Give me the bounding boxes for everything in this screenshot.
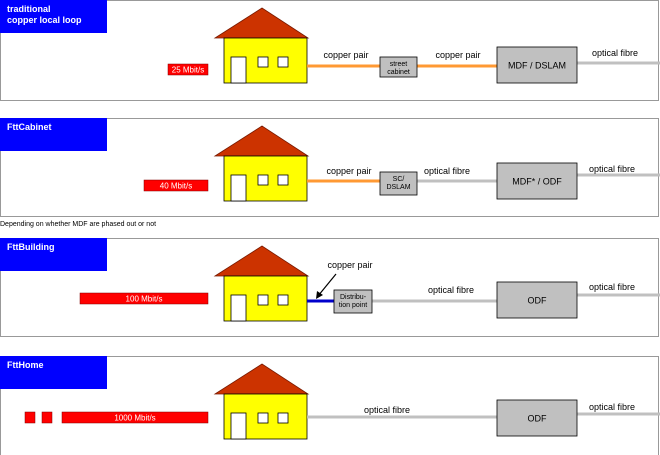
arrow-line bbox=[317, 273, 337, 297]
house-door bbox=[230, 412, 247, 440]
node-big-box bbox=[496, 162, 578, 200]
speed-block bbox=[41, 411, 53, 424]
panel-title: traditional bbox=[7, 4, 51, 14]
link-label: optical fibre bbox=[364, 405, 410, 415]
link-label: copper pair bbox=[327, 260, 372, 270]
node-small-box bbox=[379, 171, 418, 196]
link-label: optical fibre bbox=[428, 285, 474, 295]
house-window bbox=[277, 56, 289, 68]
house-window bbox=[277, 412, 289, 424]
link-label: copper pair bbox=[326, 166, 371, 176]
node-big-box bbox=[496, 281, 578, 319]
panel-title-badge bbox=[0, 238, 107, 271]
panel-2: FttCabinet 40 Mbit/s copper pair optical fi… bbox=[0, 118, 660, 217]
panel-title: copper local loop bbox=[7, 15, 82, 25]
panel-title: FttHome bbox=[7, 360, 44, 370]
panel-4: FttHome 1000 Mbit/s optical fibre optical f… bbox=[0, 356, 660, 455]
panel-3: FttBuilding 100 Mbit/s copper pair optical … bbox=[0, 238, 660, 337]
panel-title-badge bbox=[0, 0, 107, 33]
node-small-label: SC/ bbox=[393, 176, 405, 183]
house-window bbox=[257, 412, 269, 424]
speed-label: 100 Mbit/s bbox=[126, 295, 163, 304]
speed-label: 25 Mbit/s bbox=[172, 66, 204, 75]
node-small-label: DSLAM bbox=[386, 184, 410, 191]
speed-label: 40 Mbit/s bbox=[160, 182, 192, 191]
speed-bar bbox=[61, 411, 209, 424]
link-label: optical fibre bbox=[589, 164, 635, 174]
arrow-head bbox=[316, 291, 323, 299]
speed-bar bbox=[79, 292, 209, 305]
node-small-label: tion point bbox=[339, 302, 367, 309]
node-big-label: ODF bbox=[528, 296, 548, 306]
speed-bar bbox=[167, 63, 209, 76]
panel-title: FttBuilding bbox=[7, 242, 54, 252]
house-door bbox=[230, 56, 247, 84]
node-big-label: ODF bbox=[528, 414, 548, 424]
node-small-label: cabinet bbox=[387, 69, 410, 76]
node-big-label: MDF / DSLAM bbox=[508, 61, 566, 71]
house-window bbox=[257, 174, 269, 186]
speed-bar bbox=[143, 179, 209, 192]
node-small-box bbox=[379, 56, 418, 78]
panel-title-badge bbox=[0, 118, 107, 151]
link-label: optical fibre bbox=[592, 48, 638, 58]
node-small-label: Distribu- bbox=[340, 294, 367, 301]
house-window bbox=[257, 56, 269, 68]
footnote: Depending on whether MDF are phased out … bbox=[0, 221, 157, 228]
node-small-box bbox=[333, 289, 373, 314]
house-window bbox=[257, 294, 269, 306]
node-big-label: MDF* / ODF bbox=[512, 177, 562, 187]
panel-title-badge bbox=[0, 356, 107, 389]
speed-block bbox=[24, 411, 36, 424]
panel-title: FttCabinet bbox=[7, 122, 52, 132]
link-label: optical fibre bbox=[589, 282, 635, 292]
node-big-box bbox=[496, 46, 578, 84]
link-label: copper pair bbox=[435, 50, 480, 60]
link-label: copper pair bbox=[323, 50, 368, 60]
node-big-box bbox=[496, 399, 578, 437]
house-door bbox=[230, 294, 247, 322]
house-window bbox=[277, 174, 289, 186]
node-small-label: street bbox=[390, 61, 408, 68]
link-label: optical fibre bbox=[589, 402, 635, 412]
house-door bbox=[230, 174, 247, 202]
house-window bbox=[277, 294, 289, 306]
link-label: optical fibre bbox=[424, 166, 470, 176]
speed-label: 1000 Mbit/s bbox=[114, 414, 155, 423]
